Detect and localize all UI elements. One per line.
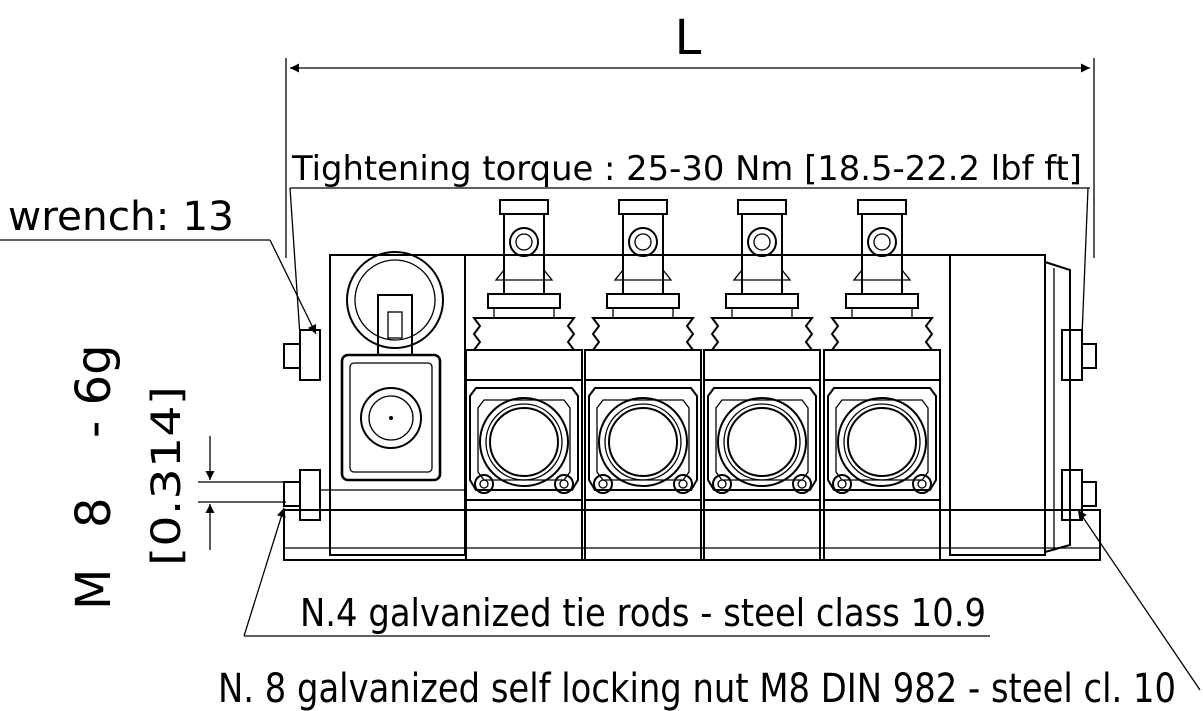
torque-leader-left: [289, 187, 301, 337]
wrench-leader: [269, 239, 317, 335]
thread-inch-label: [0.314]: [144, 386, 190, 566]
thread-size-label: 8: [66, 497, 122, 528]
valve-block: [283, 199, 1101, 561]
tie-rods-leader: [243, 507, 286, 637]
nuts-label: N. 8 galvanized self locking nut M8 DIN …: [218, 666, 1176, 711]
torque-leader-right: [1081, 187, 1089, 337]
nuts-leader: [1077, 509, 1201, 691]
tie-rods-label: N.4 galvanized tie rods - steel class 10…: [300, 591, 986, 635]
wrench-label: wrench: 13: [8, 194, 234, 240]
thread-spec-group: M 8 - 6g [0.314]: [66, 344, 190, 610]
thread-m-label: M: [66, 569, 122, 610]
thread-tolerance-label: - 6g: [66, 344, 122, 438]
dim-label-l: L: [675, 10, 702, 66]
torque-label: Tightening torque : 25-30 Nm [18.5-22.2 …: [291, 149, 1082, 189]
